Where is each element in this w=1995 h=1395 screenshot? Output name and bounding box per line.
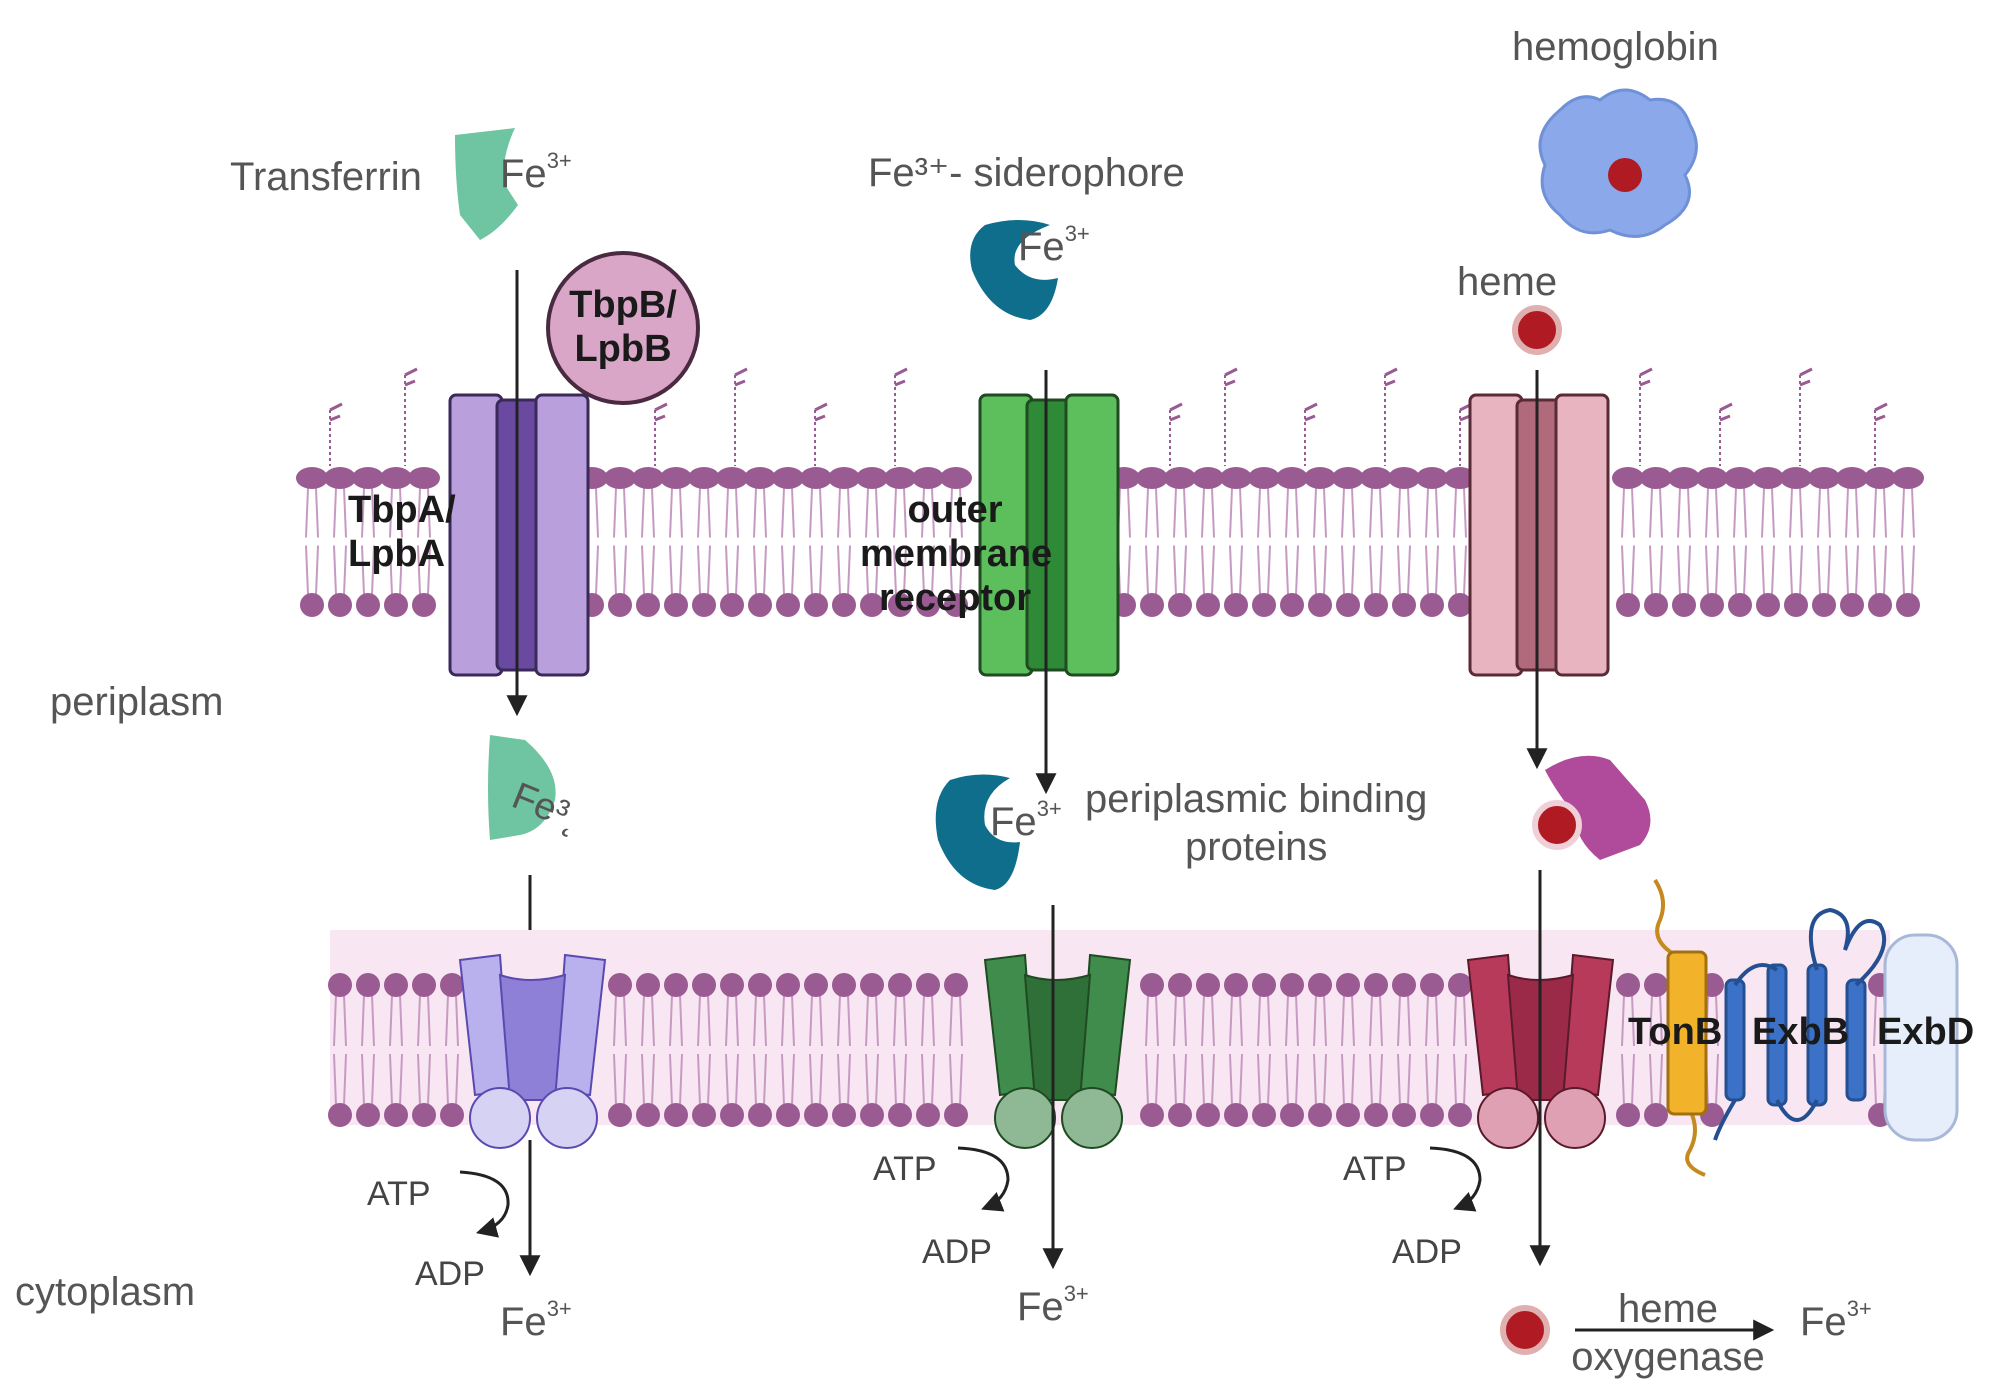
label-cytoplasm: cytoplasm — [15, 1270, 196, 1314]
label-fe3-siderophore: Fe3+ — [1018, 221, 1090, 269]
siderophore-shape-periplasm — [935, 774, 1020, 890]
label-tonb: TonB — [1628, 1011, 1723, 1053]
label-exbd: ExbD — [1877, 1011, 1975, 1053]
label-fe3-final: Fe3+ — [1800, 1296, 1872, 1344]
transport-arrows — [459, 270, 1775, 1341]
label-periplasm: periplasm — [50, 680, 224, 724]
cytoplasm-heme-dot — [1500, 1305, 1550, 1355]
siderophore-shape-top — [970, 220, 1058, 320]
tonb-chain — [1653, 878, 1706, 1177]
label-hemoglobin: hemoglobin — [1512, 25, 1719, 69]
tbpa-receptor — [448, 393, 590, 677]
label-tbpa: TbpA/LpbA — [348, 489, 456, 575]
label-fe3-periplasm: Fe3+ — [990, 796, 1062, 844]
abc-transporter-purple — [458, 953, 607, 1149]
outer-membrane-receptor — [978, 393, 1120, 677]
exbd-protein — [1883, 933, 1959, 1142]
label-fe3-transferrin: Fe3+ — [500, 148, 572, 196]
label-fe3-cyto-2: Fe3+ — [1017, 1281, 1089, 1329]
exbb-complex — [1724, 963, 1867, 1107]
label-tbpb: TbpB/LpbB — [569, 284, 677, 370]
hemoglobin-heme-dot — [1608, 158, 1642, 192]
transferrin-shape — [455, 128, 518, 240]
label-atp-2: ATP — [873, 1150, 937, 1188]
label-siderophore: Fe³⁺- siderophore — [868, 151, 1185, 195]
label-adp-2: ADP — [922, 1233, 992, 1271]
abc-transporter-green — [983, 953, 1132, 1149]
label-atp-3: ATP — [1343, 1150, 1407, 1188]
label-adp-1: ADP — [415, 1255, 485, 1293]
tonb-helix — [1666, 950, 1708, 1116]
heme-dot — [1512, 305, 1562, 355]
heme-binding-protein — [1545, 755, 1651, 860]
bound-heme-dot — [1532, 800, 1582, 850]
label-adp-3: ADP — [1392, 1233, 1462, 1271]
inner-membrane — [328, 973, 1892, 1127]
tbpb-lipoprotein — [546, 251, 700, 405]
outer-membrane — [296, 467, 1924, 617]
heme-outer-receptor — [1468, 393, 1610, 677]
label-heme: heme — [1457, 260, 1558, 304]
label-fe3-cyto-1: Fe3+ — [500, 1296, 572, 1344]
apo-transferrin-shape — [488, 735, 556, 840]
lipopolysaccharide-chains — [329, 367, 1888, 466]
label-exbb: ExbB — [1752, 1011, 1850, 1053]
label-transferrin: Transferrin — [230, 155, 422, 199]
exbb-loops — [1713, 907, 1887, 1141]
label-atp-1: ATP — [367, 1175, 431, 1213]
